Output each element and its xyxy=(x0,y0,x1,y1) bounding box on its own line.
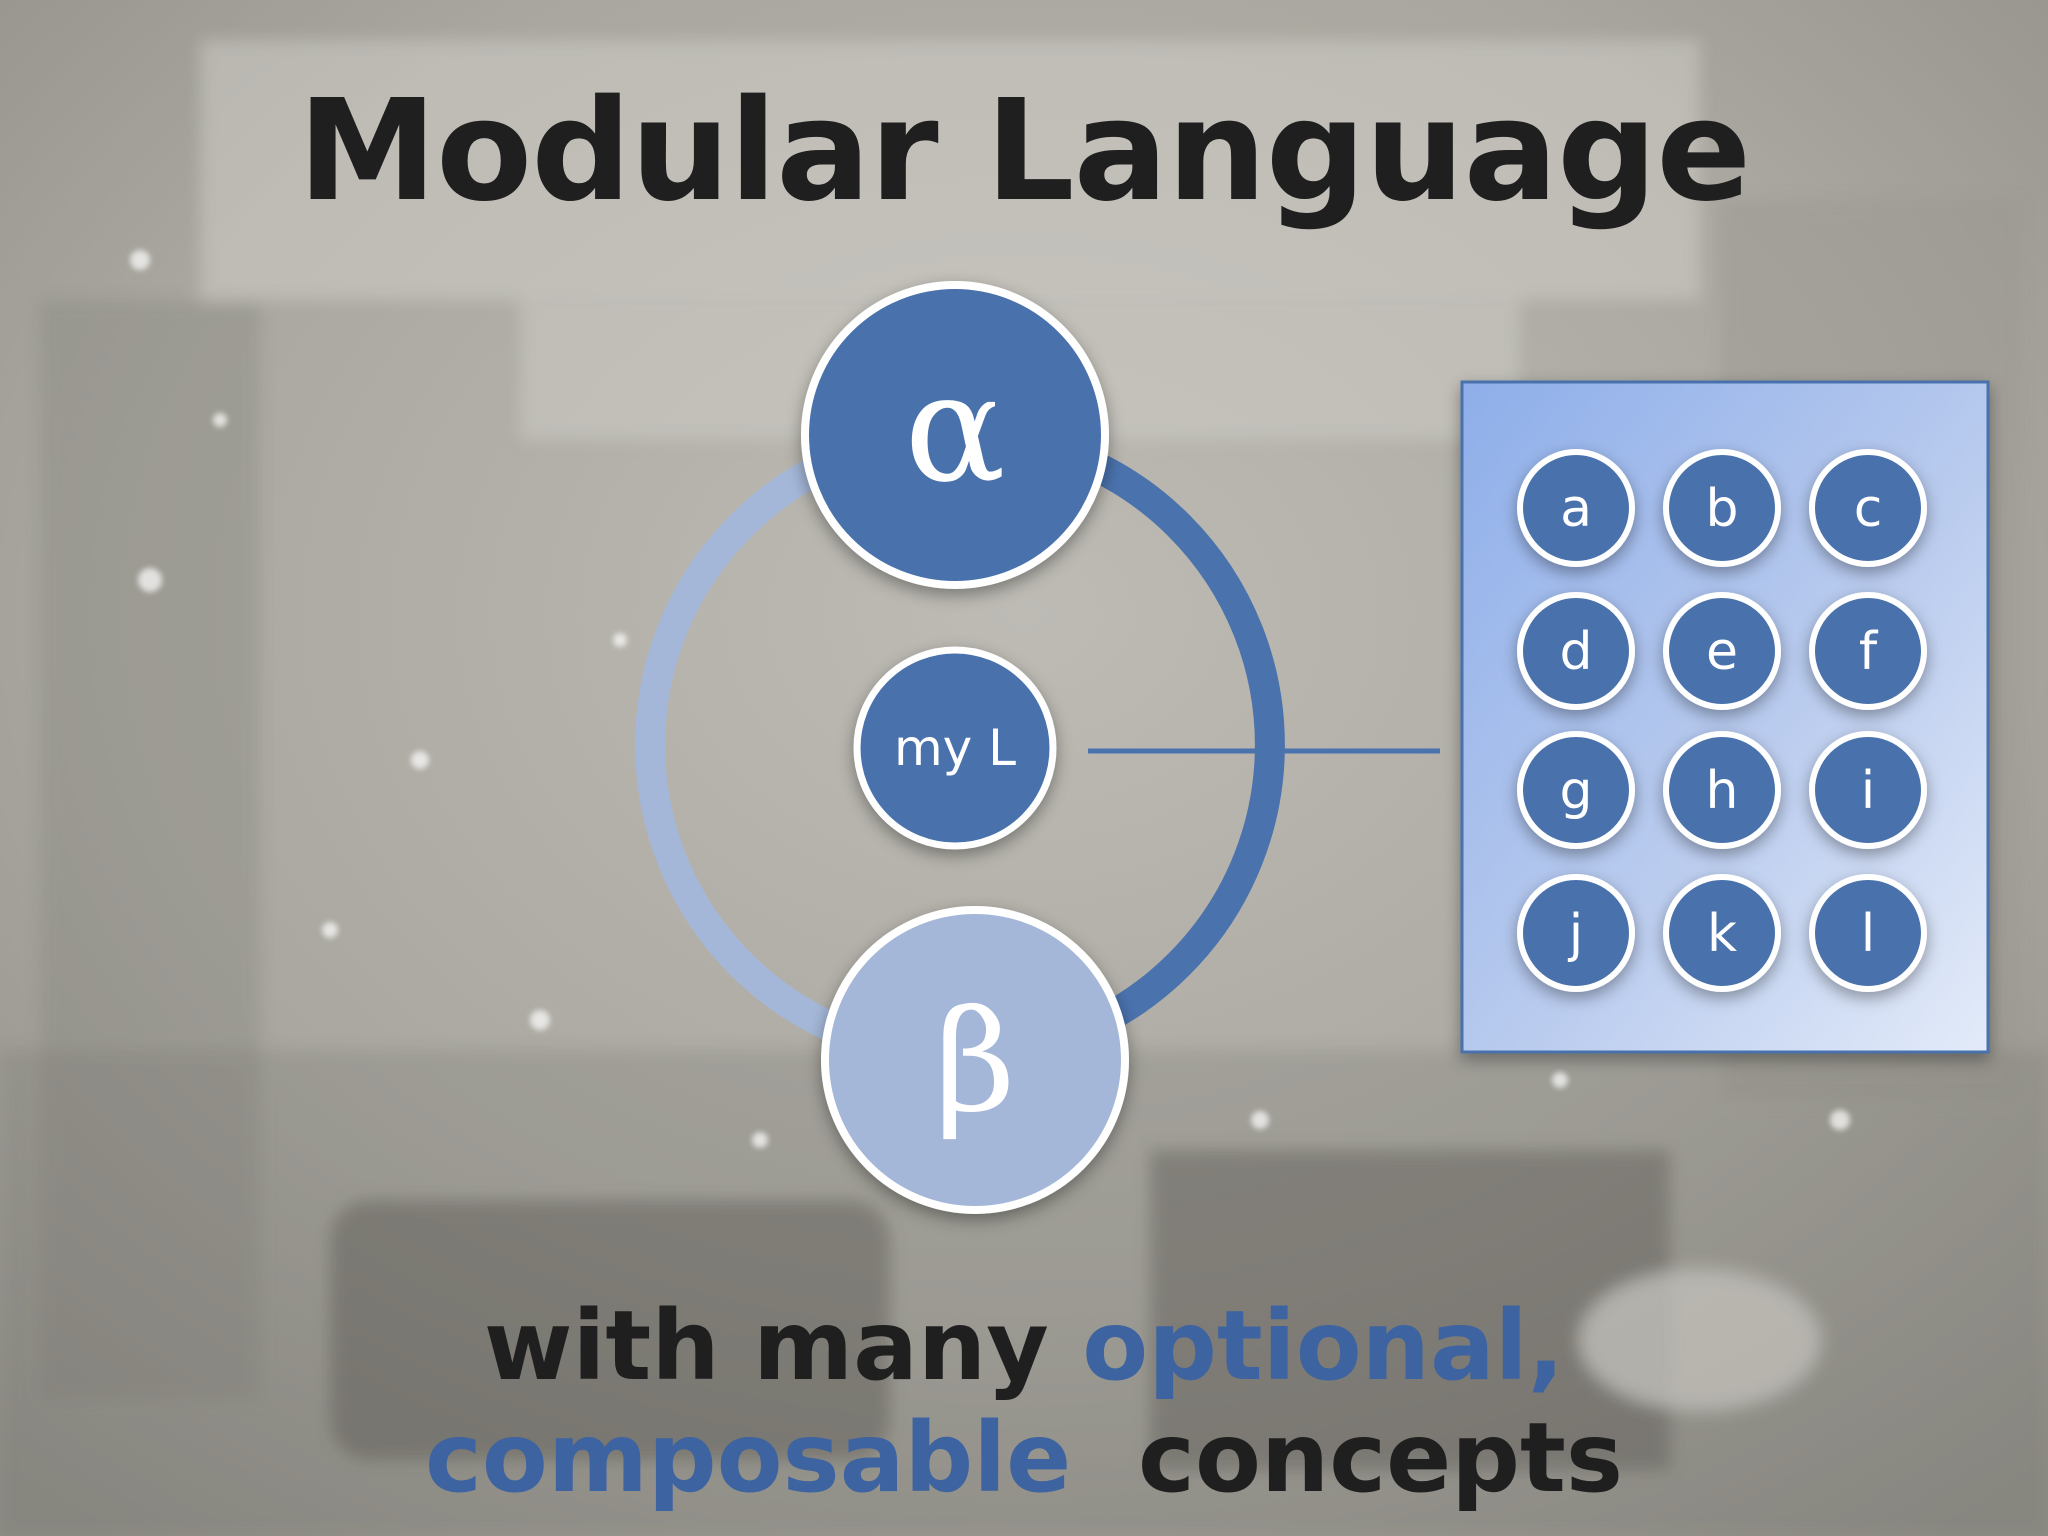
module-circle xyxy=(1517,731,1635,849)
beta-node[interactable]: β xyxy=(821,906,1129,1214)
module-label: i xyxy=(1861,761,1875,821)
module-node-k[interactable]: k xyxy=(1663,874,1781,992)
module-node-e[interactable]: e xyxy=(1663,592,1781,710)
subtitle-accent-2: composable xyxy=(424,1402,1072,1514)
module-node-l[interactable]: l xyxy=(1809,874,1927,992)
module-node-b[interactable]: b xyxy=(1663,449,1781,567)
module-grid: a b c d e f g h i j k l xyxy=(1517,449,1927,992)
module-circle xyxy=(1663,874,1781,992)
module-circle xyxy=(1663,731,1781,849)
module-label: g xyxy=(1559,761,1592,821)
module-label: b xyxy=(1705,479,1738,539)
alpha-label: α xyxy=(904,342,1005,516)
module-circle xyxy=(1809,592,1927,710)
module-label: d xyxy=(1559,622,1592,682)
module-node-a[interactable]: a xyxy=(1517,449,1635,567)
module-node-f[interactable]: f xyxy=(1809,592,1927,710)
module-label: a xyxy=(1560,479,1592,539)
subtitle-plain-1: with many xyxy=(483,1290,1083,1402)
module-label: k xyxy=(1707,904,1737,964)
module-node-i[interactable]: i xyxy=(1809,731,1927,849)
beta-label: β xyxy=(935,981,1016,1144)
my-l-label: my L xyxy=(894,719,1016,777)
module-label: l xyxy=(1861,904,1875,964)
module-label: j xyxy=(1568,904,1583,964)
module-circle xyxy=(1809,449,1927,567)
page-title: Modular Language xyxy=(297,70,1752,233)
module-circle xyxy=(1663,592,1781,710)
module-label: c xyxy=(1854,479,1883,539)
my-l-node[interactable]: my L xyxy=(853,646,1057,850)
module-circle xyxy=(1517,592,1635,710)
module-node-g[interactable]: g xyxy=(1517,731,1635,849)
module-label: f xyxy=(1859,622,1879,682)
module-circle xyxy=(1517,449,1635,567)
module-label: h xyxy=(1706,761,1739,821)
module-node-d[interactable]: d xyxy=(1517,592,1635,710)
module-circle xyxy=(1809,731,1927,849)
subtitle-plain-2: concepts xyxy=(1071,1402,1624,1514)
alpha-node[interactable]: α xyxy=(801,281,1109,589)
module-circle xyxy=(1517,874,1635,992)
module-circle xyxy=(1663,449,1781,567)
module-label: e xyxy=(1706,622,1738,682)
module-circle xyxy=(1809,874,1927,992)
module-node-c[interactable]: c xyxy=(1809,449,1927,567)
subtitle: with many optional, composable concepts xyxy=(0,1290,2048,1514)
subtitle-accent-1: optional, xyxy=(1082,1290,1565,1402)
subtitle-line-1: with many optional, xyxy=(0,1290,2048,1402)
module-node-h[interactable]: h xyxy=(1663,731,1781,849)
module-node-j[interactable]: j xyxy=(1517,874,1635,992)
subtitle-line-2: composable concepts xyxy=(0,1402,2048,1514)
